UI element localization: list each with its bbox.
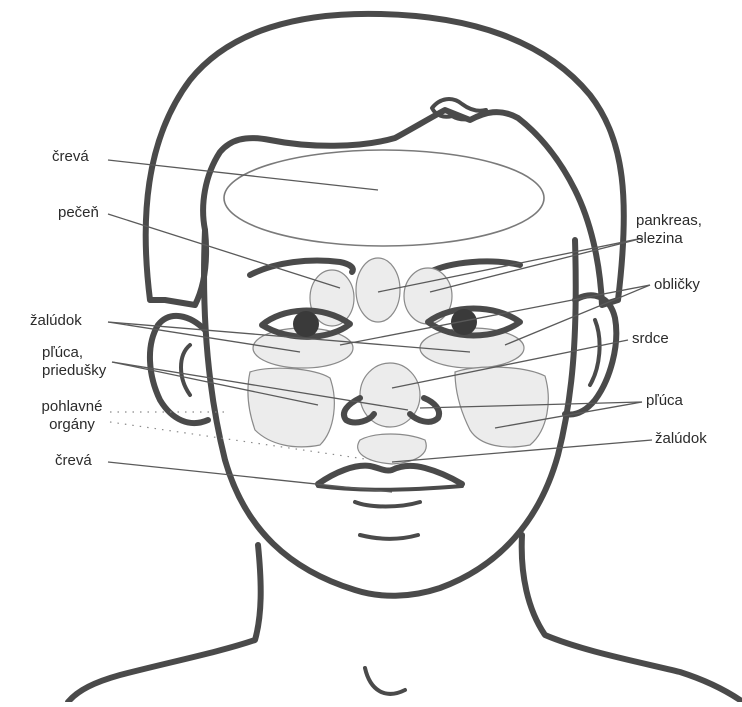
left-iris xyxy=(293,311,319,337)
neck-left xyxy=(68,545,261,702)
right-eyebrow xyxy=(430,261,520,272)
glabella-zone xyxy=(356,258,400,322)
mouth-upper xyxy=(318,466,462,484)
lower-lip xyxy=(355,502,420,507)
leader-sex-organs-b xyxy=(110,422,372,460)
collarbone-notch xyxy=(365,668,405,694)
forehead-zone xyxy=(224,150,544,246)
label-heart: srdce xyxy=(632,330,669,348)
label-liver: pečeň xyxy=(58,204,99,222)
label-colon-top: črevá xyxy=(52,148,89,166)
chin-line xyxy=(360,535,418,539)
label-lungs-right: pľúca xyxy=(646,392,683,410)
label-kidneys: obličky xyxy=(654,276,700,294)
label-pancreas-spleen: pankreas, slezina xyxy=(636,212,702,248)
left-ear-inner xyxy=(181,345,190,395)
left-cheek-zone xyxy=(248,368,334,447)
leader-liver xyxy=(108,214,340,288)
right-ear-inner xyxy=(590,320,600,385)
label-stomach-left: žalúdok xyxy=(30,312,82,330)
label-sex-organs: pohlavné orgány xyxy=(30,398,114,434)
right-iris xyxy=(451,309,477,335)
label-lungs-bronchi: pľúca, priedušky xyxy=(42,344,106,380)
label-stomach-right: žalúdok xyxy=(655,430,707,448)
neck-right xyxy=(522,535,740,700)
label-colon-bottom: črevá xyxy=(55,452,92,470)
